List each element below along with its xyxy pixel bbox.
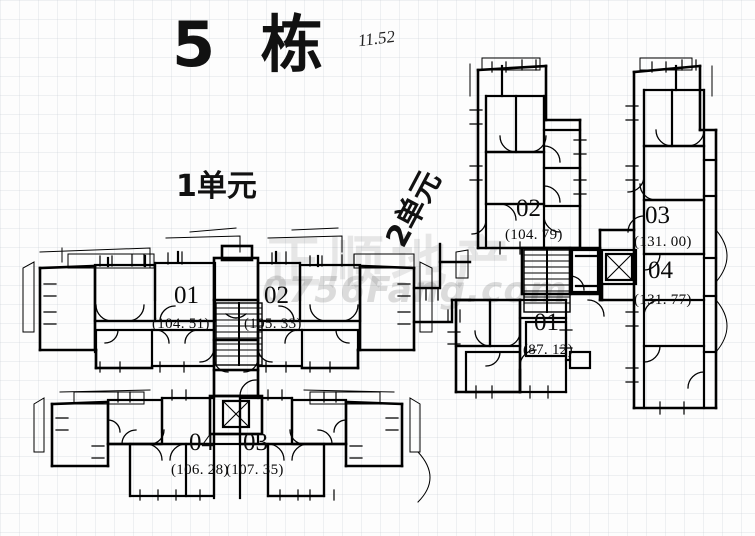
unit-label-1: 1单元 [176,169,257,204]
apartment-number-right-01: 01 [534,309,559,336]
apartment-area-right-02: (104. 79) [505,227,563,243]
apartment-area-left-04: (106. 28) [171,462,229,478]
apartment-number-right-03: 03 [645,202,670,229]
apartment-area-left-03: (107. 35) [226,462,284,478]
apartment-number-left-04: 04 [189,429,214,456]
watermark-brand: 正顺地产 [265,231,517,296]
apartment-number-left-01: 01 [174,282,199,309]
page-title: 5 栋 [172,8,335,81]
apartment-number-right-02: 02 [516,195,541,222]
apartment-number-right-04: 04 [648,257,673,284]
watermark-url: 0756Fang.com [262,270,568,311]
unit-label-2: 2单元 [379,165,449,254]
apartment-number-left-03: 03 [243,429,268,456]
apartment-area-left-02: (105. 33) [244,316,302,332]
apartment-area-right-03: (131. 00) [634,234,692,250]
handwritten-note: 11.52 [356,26,397,51]
apartment-number-left-02: 02 [264,282,289,309]
apartment-area-left-01: (104. 51) [152,316,210,332]
apartment-area-right-04: (131. 77) [634,292,692,308]
apartment-area-right-01: (87. 12) [523,342,573,358]
